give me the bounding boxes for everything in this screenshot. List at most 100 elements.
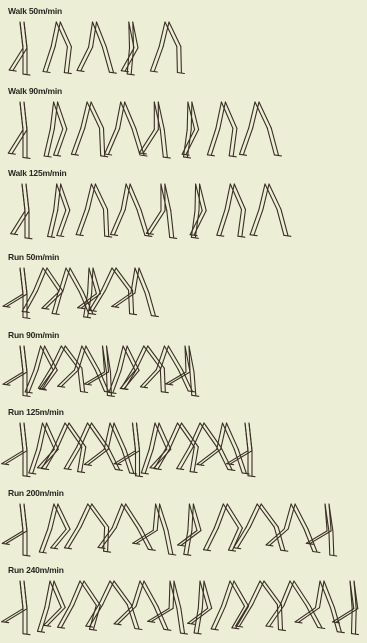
leg-sequence [0, 500, 367, 564]
thigh-outline [192, 102, 199, 130]
leg-frame [71, 102, 107, 157]
thigh-outline [69, 423, 86, 447]
shin-outline [221, 210, 229, 236]
leg-frame [166, 346, 199, 396]
shin-outline [131, 605, 139, 629]
shin-outline [242, 210, 246, 237]
shin-outline [299, 608, 320, 622]
thigh-outline [200, 184, 207, 211]
thigh-segment [188, 504, 190, 531]
thigh-segment [131, 268, 135, 293]
leg-frame [44, 102, 67, 157]
thigh-outline [264, 581, 281, 605]
shin-outline [143, 130, 158, 153]
thigh-outline [182, 423, 199, 447]
shin-segment [127, 48, 129, 74]
thigh-segment [257, 504, 274, 527]
shin-segment [98, 528, 112, 548]
shin-outline [164, 130, 167, 158]
shin-outline [278, 527, 285, 550]
shin-outline [231, 451, 252, 464]
shin-segment [148, 608, 169, 621]
thigh-segment [20, 102, 23, 130]
thigh-segment [20, 22, 23, 48]
thigh-segment [223, 504, 238, 528]
shin-outline [104, 128, 105, 156]
leg-frame [76, 184, 112, 237]
leg-frame [240, 102, 282, 156]
shin-outline [152, 608, 173, 621]
shin-segment [76, 209, 85, 234]
shin-outline [118, 451, 139, 464]
thigh-outline [24, 102, 27, 130]
leg-frame [9, 22, 30, 75]
shin-outline [154, 47, 163, 72]
leg-sequence [0, 342, 367, 404]
thigh-segment [132, 581, 140, 606]
leg-frame [2, 423, 30, 477]
thigh-outline [234, 581, 249, 606]
shin-segment [3, 294, 23, 306]
shin-outline [171, 211, 174, 238]
leg-frame [48, 184, 70, 237]
shin-segment [146, 211, 161, 234]
thigh-outline [26, 184, 29, 211]
thigh-segment [20, 346, 23, 372]
shin-segment [78, 368, 81, 391]
row-label: Run 50m/min [8, 252, 59, 262]
thigh-segment [198, 581, 200, 608]
shin-segment [160, 368, 161, 392]
shin-outline [6, 531, 27, 544]
shin-segment [250, 209, 259, 234]
thigh-outline [24, 581, 27, 609]
leg-frame [89, 268, 136, 315]
shin-outline [181, 608, 185, 633]
leg-frame [121, 346, 168, 393]
thigh-segment [200, 423, 217, 447]
row-label: Run 90m/min [8, 330, 59, 340]
leg-frame [86, 581, 142, 630]
shin-outline [48, 608, 65, 626]
shin-outline [33, 449, 41, 473]
shin-outline [244, 128, 253, 154]
shin-outline [211, 128, 220, 154]
shin-segment [2, 609, 23, 622]
row-label: Run 200m/min [8, 488, 64, 498]
leg-frame [8, 102, 30, 158]
shin-segment [139, 130, 154, 153]
shin-outline [281, 209, 288, 235]
thigh-segment [82, 346, 95, 370]
thigh-outline [114, 581, 131, 605]
thigh-outline [204, 581, 212, 608]
shin-segment [43, 47, 51, 72]
shin-outline [44, 370, 58, 389]
thigh-outline [65, 346, 82, 368]
shin-outline [201, 449, 221, 464]
shin-outline [29, 370, 38, 392]
thigh-segment [50, 102, 53, 129]
thigh-segment [133, 423, 136, 451]
shin-segment [352, 609, 353, 634]
shin-outline [194, 447, 198, 472]
leg-frame [111, 184, 152, 236]
thigh-segment [34, 346, 41, 370]
shin-segment [71, 128, 80, 154]
shin-outline [181, 47, 182, 73]
thigh-segment [222, 581, 231, 606]
shin-segment [141, 370, 157, 387]
leg-frame [98, 504, 155, 550]
thigh-outline [92, 504, 109, 527]
leg-frame [295, 581, 344, 633]
shin-segment [84, 372, 104, 384]
thigh-segment [59, 268, 66, 292]
shin-outline [7, 294, 27, 306]
thigh-segment [140, 581, 154, 606]
leg-frame [190, 184, 206, 238]
shin-outline [333, 531, 334, 555]
thigh-segment [169, 581, 170, 608]
thigh-outline [144, 581, 158, 606]
shin-segment [114, 606, 132, 623]
leg-frame [105, 102, 147, 156]
shin-segment [8, 130, 23, 154]
thigh-outline [173, 581, 174, 608]
